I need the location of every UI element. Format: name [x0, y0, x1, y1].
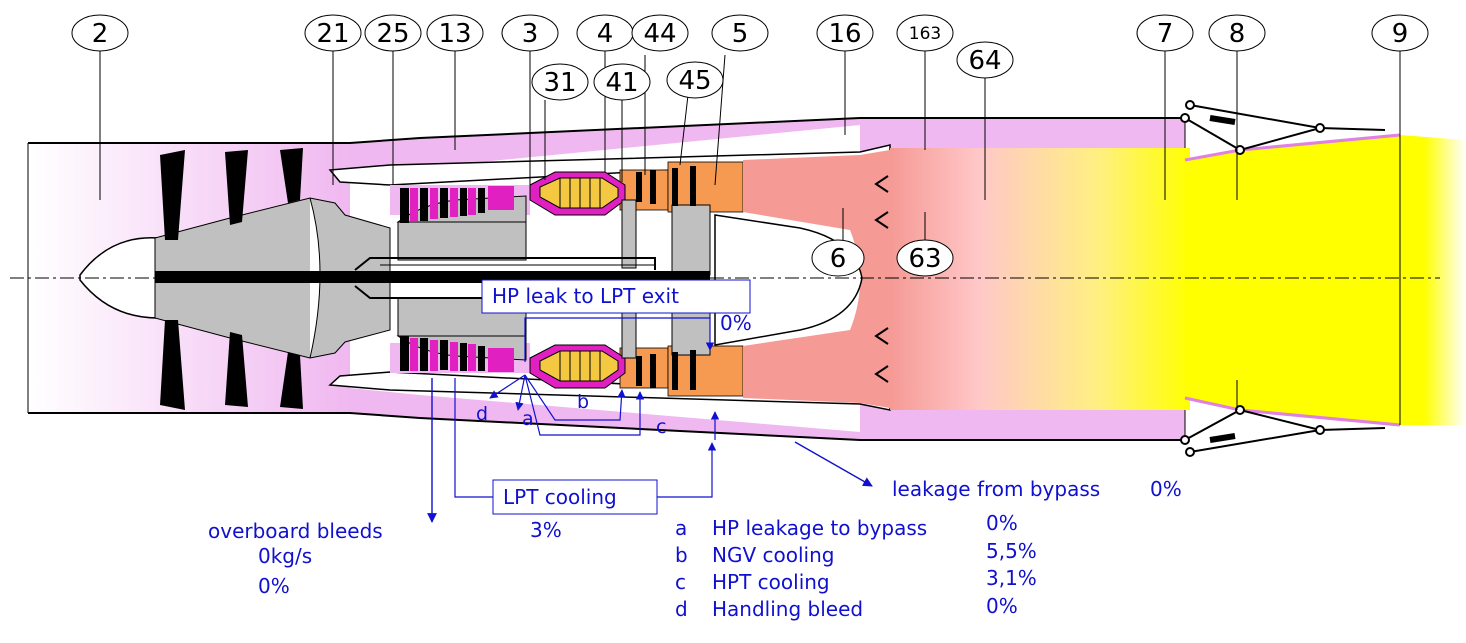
svg-text:overboard bleeds: overboard bleeds	[208, 519, 383, 543]
svg-text:0%: 0%	[986, 511, 1018, 535]
svg-text:44: 44	[643, 19, 676, 49]
legend-row-d: d Handling bleed 0%	[675, 594, 1018, 621]
hp-shaft-upper	[354, 257, 656, 271]
svg-text:a: a	[675, 516, 687, 540]
svg-text:HP leak to LPT exit: HP leak to LPT exit	[492, 284, 679, 308]
legend-row-c: c HPT cooling 3,1%	[675, 566, 1037, 594]
nozzle-actuator-lower	[1180, 405, 1386, 457]
svg-text:0%: 0%	[258, 574, 290, 598]
hpc-blades	[400, 186, 514, 372]
station-45: 45	[666, 61, 724, 99]
lpt-cooling: LPT cooling 3%	[454, 378, 717, 542]
turbine-blades	[636, 166, 696, 390]
engine-body	[10, 100, 1466, 457]
station-163: 163	[896, 14, 954, 52]
svg-text:41: 41	[605, 68, 638, 98]
svg-text:d: d	[675, 597, 688, 621]
svg-text:7: 7	[1157, 19, 1174, 49]
nozzle-actuator-upper	[1180, 100, 1386, 155]
exhaust-duct	[890, 148, 1190, 410]
svg-text:21: 21	[316, 19, 349, 49]
svg-text:5: 5	[732, 19, 749, 49]
station-bubbles: 2 21 25 13 3 4 44 5 16 163 7 8 9 31 41 4…	[71, 14, 1429, 277]
svg-text:8: 8	[1229, 19, 1246, 49]
station-3: 3	[501, 14, 559, 52]
combustor-upper	[529, 171, 626, 216]
lpt-exit-duct	[743, 150, 890, 408]
svg-text:0kg/s: 0kg/s	[258, 544, 312, 568]
combustor-lower	[529, 344, 626, 389]
flow-legend: a HP leakage to bypass 0% b NGV cooling …	[675, 511, 1037, 621]
station-7: 7	[1136, 14, 1194, 52]
svg-text:HP leakage to bypass: HP leakage to bypass	[712, 516, 927, 540]
svg-text:0%: 0%	[1150, 477, 1182, 501]
svg-text:3,1%: 3,1%	[986, 566, 1037, 590]
marker-letter-b: b	[577, 391, 589, 413]
station-16: 16	[816, 14, 874, 52]
secondary-air-lines	[489, 374, 720, 440]
nozzle-flow	[1185, 135, 1466, 425]
svg-text:13: 13	[438, 19, 471, 49]
lpt-disc-upper	[671, 204, 711, 276]
svg-text:31: 31	[543, 68, 576, 98]
flow-annotations: HP leak to LPT exit 0% d a b c LPT cooli…	[208, 279, 1182, 621]
svg-text:b: b	[675, 543, 688, 567]
svg-text:63: 63	[908, 244, 941, 274]
station-31: 31	[531, 63, 589, 101]
fan-blades	[160, 148, 303, 410]
marker-letter-a: a	[522, 408, 534, 430]
station-64: 64	[956, 41, 1014, 79]
lpt-upper	[667, 161, 744, 213]
station-25: 25	[364, 14, 422, 52]
svg-text:5,5%: 5,5%	[986, 539, 1037, 563]
leakage-from-bypass: leakage from bypass 0%	[794, 441, 1182, 501]
svg-text:HPT cooling: HPT cooling	[712, 570, 830, 594]
hp-shaft-lower	[354, 285, 520, 299]
marker-letter-d: d	[476, 403, 488, 425]
svg-text:9: 9	[1392, 19, 1409, 49]
station-leaders	[99, 50, 1401, 410]
hp-leak-lpt-exit: HP leak to LPT exit 0%	[481, 279, 752, 362]
svg-text:Handling bleed: Handling bleed	[712, 597, 863, 621]
svg-text:2: 2	[92, 19, 109, 49]
station-44: 44	[631, 14, 689, 52]
station-6: 6	[811, 239, 865, 277]
hpc-hub-upper	[397, 221, 527, 261]
svg-text:6: 6	[830, 244, 847, 274]
svg-text:leakage from bypass: leakage from bypass	[892, 477, 1100, 501]
overboard-bleeds: overboard bleeds 0kg/s 0%	[208, 378, 437, 598]
svg-text:16: 16	[828, 19, 861, 49]
svg-text:4: 4	[597, 19, 614, 49]
station-13: 13	[426, 14, 484, 52]
station-8: 8	[1208, 14, 1266, 52]
svg-text:NGV cooling: NGV cooling	[712, 543, 834, 567]
legend-row-b: b NGV cooling 5,5%	[675, 539, 1037, 567]
mixer-chevrons	[874, 175, 889, 383]
station-2: 2	[71, 14, 129, 52]
svg-text:3: 3	[522, 19, 539, 49]
station-5: 5	[711, 14, 769, 52]
hpt-disc-upper	[621, 199, 637, 269]
svg-text:64: 64	[968, 46, 1001, 76]
svg-text:0%: 0%	[986, 594, 1018, 618]
legend-row-a: a HP leakage to bypass 0%	[675, 511, 1018, 540]
svg-text:3%: 3%	[530, 518, 562, 542]
svg-text:c: c	[675, 570, 686, 594]
svg-text:25: 25	[376, 19, 409, 49]
svg-text:163: 163	[909, 24, 941, 44]
station-9: 9	[1371, 14, 1429, 52]
station-4: 4	[576, 14, 634, 52]
svg-text:LPT cooling: LPT cooling	[503, 485, 617, 509]
station-63: 63	[896, 239, 954, 277]
station-41: 41	[593, 63, 651, 101]
svg-text:0%: 0%	[720, 311, 752, 335]
marker-letter-c: c	[656, 416, 666, 438]
station-21: 21	[304, 14, 362, 52]
svg-text:45: 45	[678, 66, 711, 96]
